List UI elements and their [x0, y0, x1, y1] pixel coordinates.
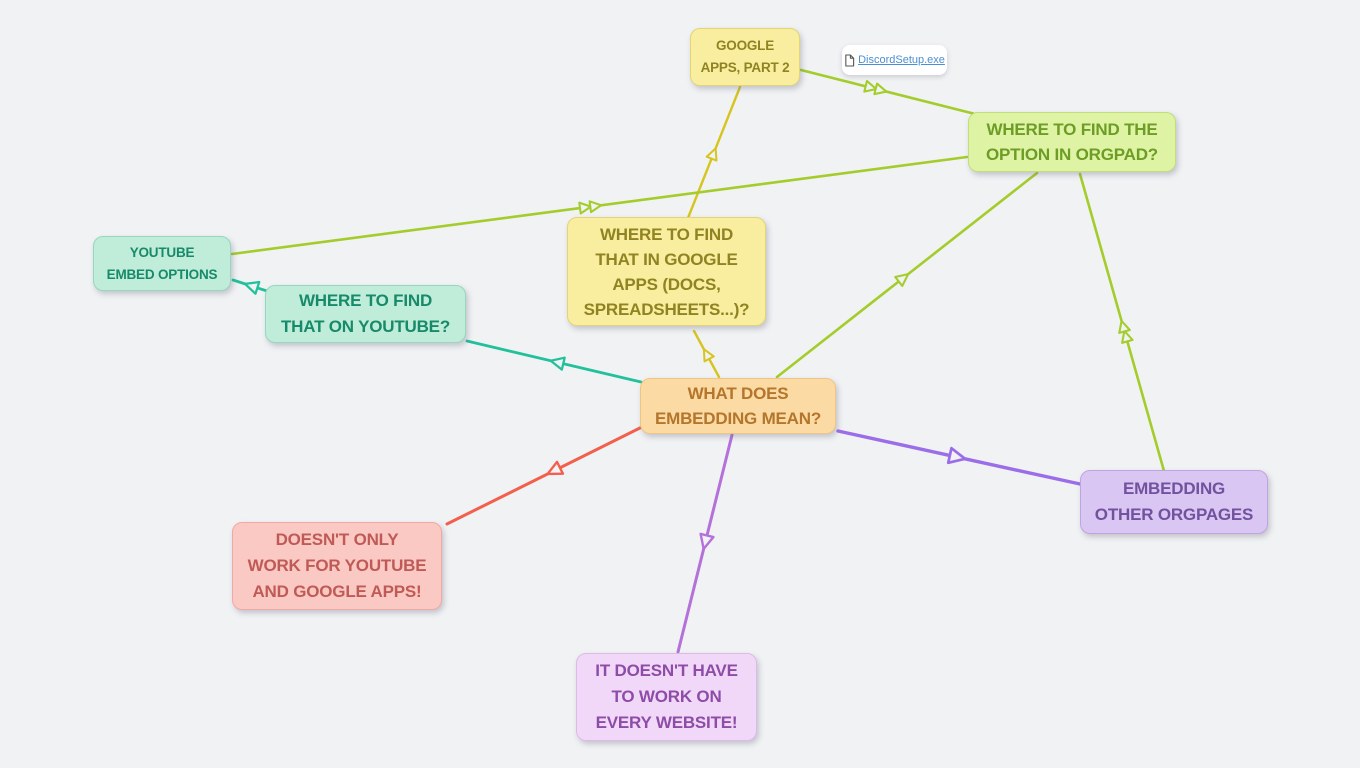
- node-label-line: APPS, PART 2: [700, 60, 790, 75]
- node-it-doesnt-have-to-work-on-every-website[interactable]: IT DOESN'T HAVE TO WORK ON EVERY WEBSITE!: [576, 653, 757, 741]
- edge-what-does-embedding-mean--where-to-find-option-in-orgpad[interactable]: [775, 171, 1039, 379]
- edge-youtube-embed-options--where-to-find-option-in-orgpad[interactable]: [230, 155, 969, 256]
- arrowhead: [578, 201, 592, 215]
- arrowhead: [1121, 329, 1134, 344]
- node-label-line: YOUTUBE: [129, 244, 195, 260]
- node-where-to-find-option-in-orgpad[interactable]: WHERE TO FIND THE OPTION IN ORGPAD?: [968, 112, 1176, 172]
- edge-where-to-find-that-in-google-apps--google-apps-part-2[interactable]: [686, 85, 742, 220]
- node-label-line: EMBEDDING: [1122, 479, 1226, 498]
- arrowhead: [549, 356, 566, 371]
- arrowhead: [546, 460, 565, 476]
- node-embedding-other-orgpages[interactable]: EMBEDDING OTHER ORGPAGES: [1080, 470, 1268, 534]
- arrowhead: [894, 273, 910, 288]
- node-label-line: TO WORK ON: [611, 687, 722, 706]
- node-label-line: SPREADSHEETS...)?: [583, 299, 750, 319]
- node-label-line: EVERY WEBSITE!: [595, 713, 738, 732]
- node-label-line: OTHER ORGPAGES: [1094, 505, 1254, 524]
- edge-what-does-embedding-mean--where-to-find-that-on-youtube[interactable]: [465, 339, 643, 384]
- node-label-line: WHERE TO FIND THE: [986, 120, 1158, 139]
- node-label-line: WORK FOR YOUTUBE: [247, 556, 427, 575]
- node-label-line: IT DOESN'T HAVE: [595, 661, 738, 680]
- attachment-card-discordsetup[interactable]: DiscordSetup.exe: [842, 45, 947, 75]
- node-label-line: DOESN'T ONLY: [275, 530, 399, 549]
- edge-what-does-embedding-mean--embedding-other-orgpages[interactable]: [836, 429, 1082, 486]
- node-doesnt-only-work-for-youtube-and-google-apps[interactable]: DOESN'T ONLY WORK FOR YOUTUBE AND GOOGLE A…: [232, 522, 442, 610]
- node-label-line: THAT IN GOOGLE: [595, 249, 738, 269]
- edge-what-does-embedding-mean--doesnt-only-work-for-youtube-and-google-apps[interactable]: [445, 421, 652, 526]
- arrowhead: [588, 200, 603, 214]
- node-google-apps-part-2[interactable]: GOOGLE APPS, PART 2: [690, 28, 800, 86]
- node-label-line: EMBED OPTIONS: [106, 266, 218, 282]
- file-icon: [845, 53, 855, 67]
- node-where-to-find-that-on-youtube[interactable]: WHERE TO FIND THAT ON YOUTUBE?: [265, 285, 466, 343]
- arrowhead: [1118, 319, 1131, 334]
- node-where-to-find-that-in-google-apps[interactable]: WHERE TO FIND THAT IN GOOGLE APPS (DOCS, SP…: [567, 217, 766, 326]
- node-youtube-embed-options[interactable]: YOUTUBE EMBED OPTIONS: [93, 236, 231, 291]
- edge-embedding-other-orgpages--where-to-find-option-in-orgpad[interactable]: [1078, 172, 1166, 473]
- node-label-line: EMBEDDING MEAN?: [654, 409, 822, 428]
- edge-google-apps-part-2--where-to-find-option-in-orgpad[interactable]: [799, 68, 989, 119]
- node-label-line: APPS (DOCS,: [612, 274, 721, 294]
- arrowhead: [873, 82, 888, 96]
- node-what-does-embedding-mean[interactable]: WHAT DOES EMBEDDING MEAN?: [640, 378, 836, 434]
- node-label-line: OPTION IN ORGPAD?: [986, 145, 1158, 164]
- arrowhead: [863, 80, 878, 93]
- node-label-line: GOOGLE: [715, 38, 775, 53]
- arrowhead: [243, 280, 261, 295]
- arrowhead: [946, 446, 967, 465]
- edge-where-to-find-that-on-youtube--youtube-embed-options[interactable]: [231, 278, 269, 295]
- node-label-line: WHAT DOES: [687, 384, 789, 403]
- node-label-line: THAT ON YOUTUBE?: [281, 317, 450, 336]
- node-label-line: WHERE TO FIND: [599, 224, 734, 244]
- node-label-line: AND GOOGLE APPS!: [252, 582, 422, 601]
- attachment-link[interactable]: DiscordSetup.exe: [858, 54, 945, 66]
- edge-what-does-embedding-mean--it-doesnt-have-to-work-on-every-website[interactable]: [676, 433, 734, 654]
- node-label-line: WHERE TO FIND: [298, 291, 433, 310]
- edge-what-does-embedding-mean--where-to-find-that-in-google-apps[interactable]: [692, 329, 721, 379]
- arrowhead: [699, 532, 715, 551]
- arrowhead: [705, 147, 718, 162]
- arrowhead: [702, 348, 715, 363]
